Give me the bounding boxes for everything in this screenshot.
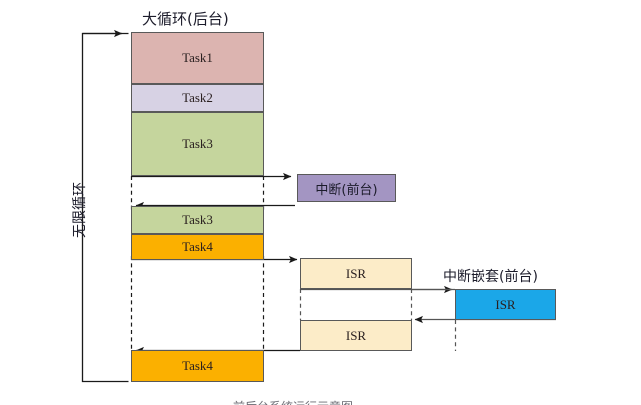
task-block-task4-first[interactable]: Task4	[131, 234, 264, 260]
task-block-label: Task3	[182, 212, 213, 227]
task-block-label: Task4	[182, 358, 213, 373]
infinite-loop-bracket	[81, 29, 129, 383]
nested-isr-block-label: ISR	[495, 296, 516, 312]
interrupt-arrows	[131, 172, 295, 210]
isr-block-first[interactable]: ISR	[300, 258, 412, 289]
task-block-label: Task1	[182, 50, 213, 65]
task-block-label: Task2	[182, 90, 213, 105]
nested-isr-block[interactable]: ISR	[455, 289, 556, 320]
task-block-task4-second[interactable]: Task4	[131, 350, 264, 382]
task-block-task1[interactable]: Task1	[131, 32, 264, 84]
main-loop-title: 大循环(后台)	[142, 10, 229, 28]
connector-stubs	[411, 288, 456, 320]
isr-dashed-guides	[299, 289, 457, 351]
interrupt-block[interactable]: 中断(前台)	[297, 174, 396, 202]
infinite-loop-label: 无限循环	[72, 182, 88, 238]
isr-block-label: ISR	[345, 327, 367, 343]
isr-block-second[interactable]: ISR	[300, 320, 412, 351]
task-block-task3-second[interactable]: Task3	[131, 206, 264, 234]
task-block-label: Task4	[182, 239, 213, 254]
isr-block-label: ISR	[345, 265, 367, 281]
interrupt-block-label: 中断(前台)	[315, 182, 378, 198]
main-column-dashed-guides	[130, 176, 265, 351]
figure-caption-clipped: 前后台系统运行示意图	[233, 398, 423, 405]
task-block-label: Task3	[182, 136, 213, 151]
nested-interrupt-title: 中断嵌套(前台)	[443, 269, 538, 285]
task-block-task3-first[interactable]: Task3	[131, 112, 264, 176]
isr-arrows	[131, 255, 300, 355]
task-block-task2[interactable]: Task2	[131, 84, 264, 112]
